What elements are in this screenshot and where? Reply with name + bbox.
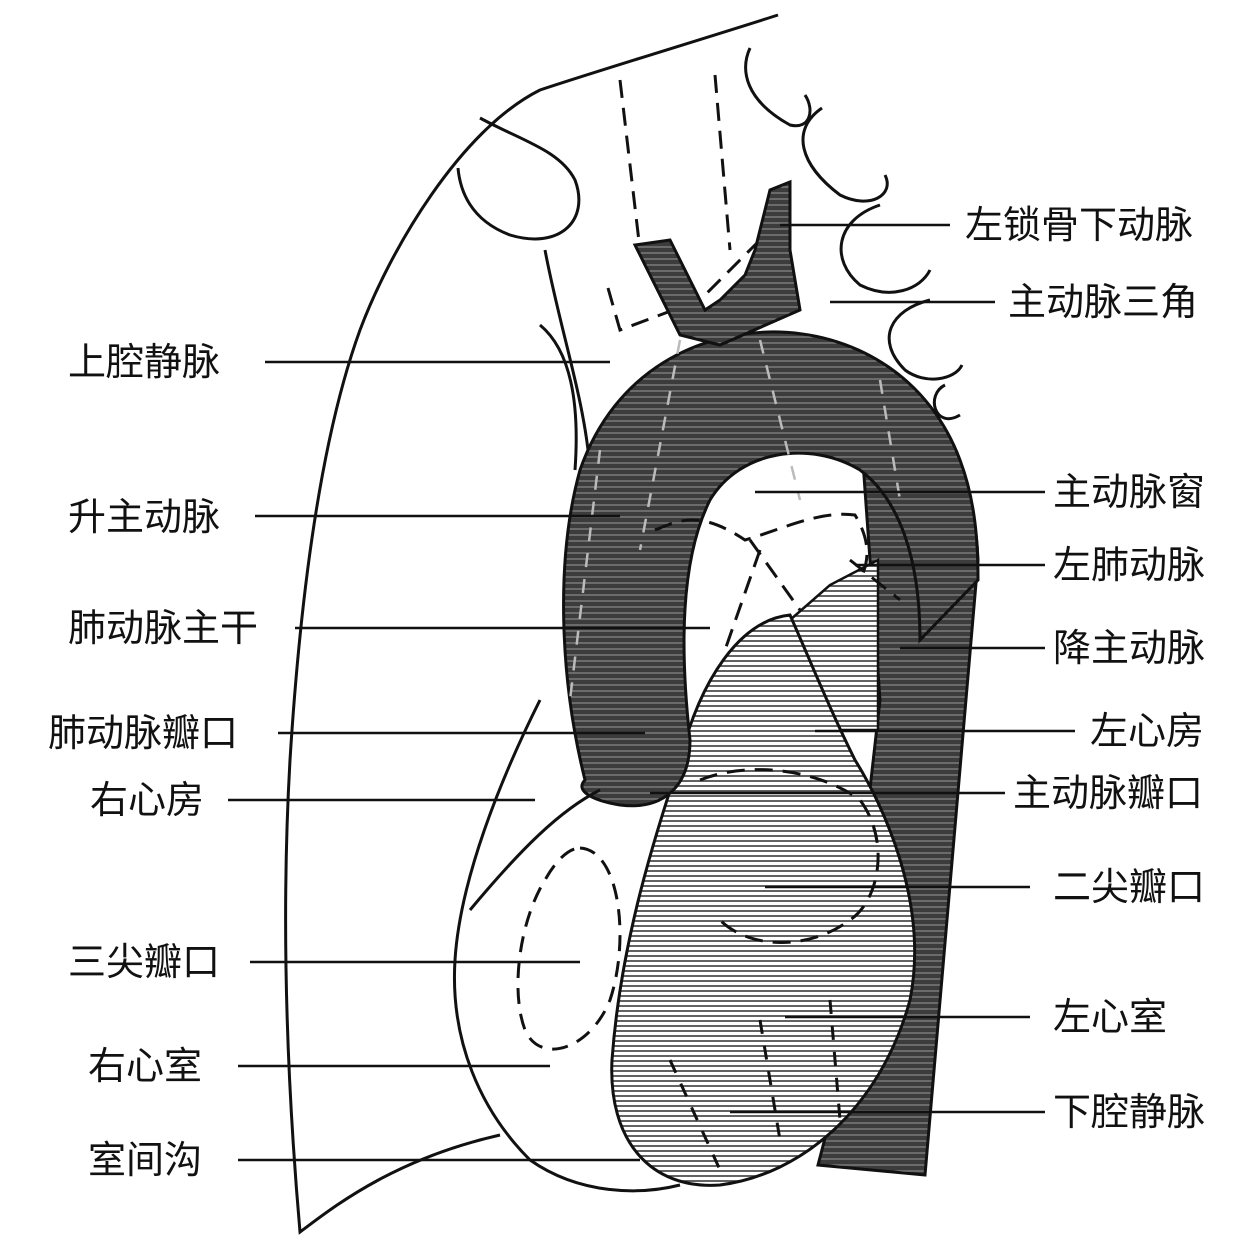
label-descending-aorta: 降主动脉 (1053, 626, 1205, 670)
arch-branch-left (632, 179, 802, 347)
label-tricuspid-valve: 三尖瓣口 (68, 940, 220, 984)
label-right-atrium: 右心房 (90, 778, 204, 822)
leader-lines-right (650, 223, 1075, 1114)
aortic-window-dashed (654, 512, 869, 581)
ascending-aorta-dashed (568, 339, 902, 701)
trachea-dashed-right (713, 74, 732, 251)
brachiocephalic-curve (456, 116, 581, 241)
pulmonary-trunk-dashed (723, 539, 901, 651)
lung-loop-4 (887, 298, 964, 381)
label-svc: 上腔静脉 (68, 340, 220, 384)
label-left-atrium: 左心房 (1090, 709, 1204, 753)
lung-loop-5 (932, 383, 961, 421)
dashed-box (606, 238, 762, 332)
lung-loop-2 (801, 106, 889, 203)
mitral-dashed (699, 768, 880, 944)
svc-inner-line (539, 323, 578, 471)
right-atrium-inner-line (468, 788, 601, 911)
label-left-subclavian-artery: 左锁骨下动脉 (965, 203, 1193, 247)
right-heart-outline (452, 699, 681, 1193)
label-pulmonary-trunk: 肺动脉主干 (68, 606, 258, 650)
trachea-dashed-left (618, 79, 642, 251)
lv-inner-dashed (668, 999, 842, 1171)
label-right-ventricle: 右心室 (88, 1044, 202, 1088)
lung-loop-1 (744, 47, 812, 128)
label-aortic-valve: 主动脉瓣口 (1013, 771, 1203, 815)
label-mitral-valve: 二尖瓣口 (1053, 865, 1205, 909)
label-ascending-aorta: 升主动脉 (68, 495, 220, 539)
labels-left: 上腔静脉 升主动脉 肺动脉主干 肺动脉瓣口 右心房 三尖瓣口 右心室 室间沟 (48, 340, 258, 1182)
label-left-pulmonary-artery: 左肺动脉 (1053, 543, 1205, 587)
lung-loop-3 (839, 203, 932, 294)
label-pulmonary-valve: 肺动脉瓣口 (48, 711, 238, 755)
label-ivc: 下腔静脉 (1053, 1090, 1205, 1134)
label-interventricular-groove: 室间沟 (88, 1138, 202, 1182)
leader-lines-left (228, 360, 710, 1162)
aortic-arch-shape (562, 330, 980, 808)
label-aortic-triangle: 主动脉三角 (1008, 280, 1198, 324)
outer-contour (284, 13, 779, 1235)
label-left-ventricle: 左心室 (1053, 995, 1167, 1039)
labels-right: 左锁骨下动脉 主动脉三角 主动脉窗 左肺动脉 降主动脉 左心房 主动脉瓣口 二尖… (965, 203, 1205, 1134)
label-aortic-window: 主动脉窗 (1053, 470, 1205, 514)
svc-outline (543, 249, 592, 471)
tricuspid-dashed-ellipse (516, 846, 622, 1051)
